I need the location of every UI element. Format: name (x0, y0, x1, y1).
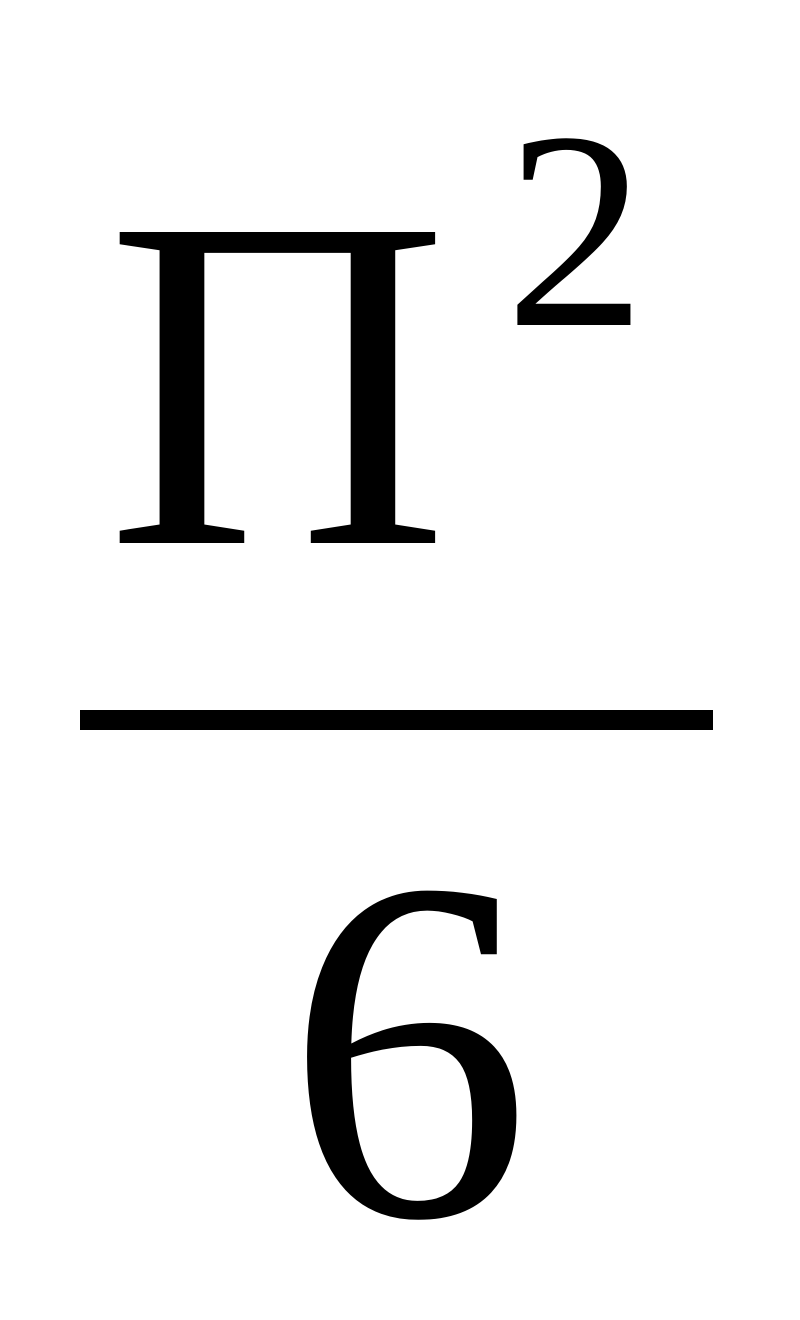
numerator-exponent: 2 (505, 74, 646, 386)
numerator-base: Π (106, 120, 449, 646)
fraction-bar (80, 710, 713, 730)
denominator: 6 (286, 778, 531, 1320)
